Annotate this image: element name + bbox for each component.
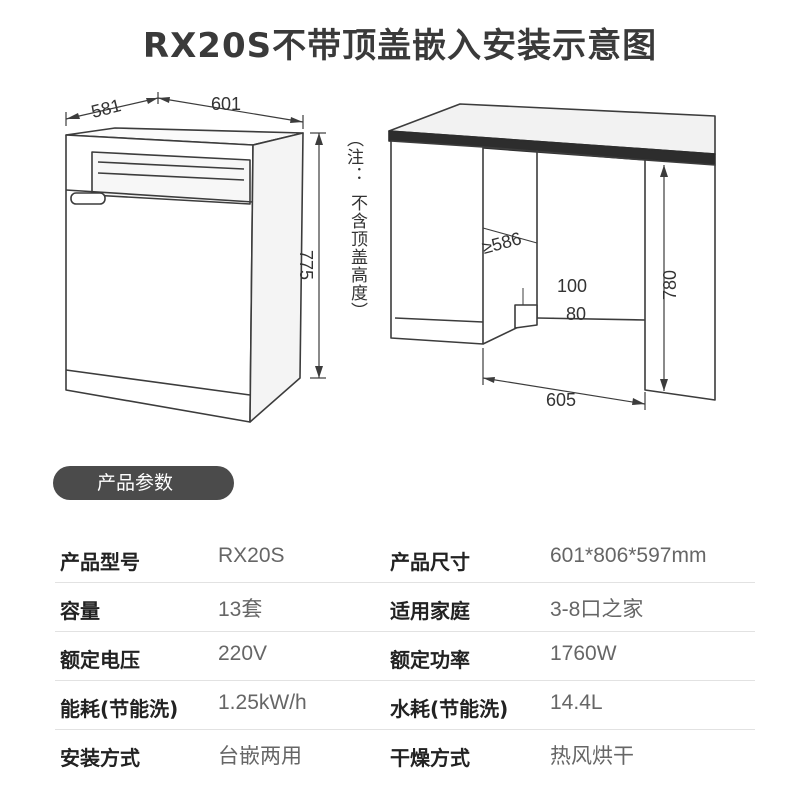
spec-label: 额定功率 [390, 648, 470, 672]
spec-label: 干燥方式 [390, 746, 470, 770]
page-title: RX20S不带顶盖嵌入安装示意图 [142, 26, 658, 66]
installation-diagram: 581 601 775 ≥586 100 80 780 605 [65, 92, 716, 423]
spec-label: 适用家庭 [390, 599, 470, 623]
height-label: 775 [296, 250, 316, 280]
spec-label: 容量 [60, 599, 100, 623]
spec-row: 容量 13套 适用家庭 3-8口之家 [55, 583, 755, 632]
cabinet-illustration [388, 103, 716, 401]
spec-value: 1.25kW/h [218, 691, 307, 714]
spec-value: 台嵌两用 [218, 745, 302, 768]
spec-row: 能耗(节能洗) 1.25kW/h 水耗(节能洗) 14.4L [55, 681, 755, 730]
spec-row: 产品型号 RX20S 产品尺寸 601*806*597mm [55, 534, 755, 583]
cavity-depth-label: ≥586 [480, 228, 524, 258]
spec-label: 安装方式 [60, 746, 140, 770]
cavity-height-label: 780 [660, 270, 680, 300]
spec-label: 产品尺寸 [390, 550, 470, 574]
spec-value: 601*806*597mm [550, 544, 707, 567]
notch-height-label: 100 [557, 276, 587, 296]
spec-value: 14.4L [550, 691, 603, 714]
cavity-width-label: 605 [546, 390, 576, 410]
note-text: 不含顶盖高度） [347, 194, 367, 320]
spec-label: 产品型号 [60, 550, 140, 574]
spec-table: 产品型号 RX20S 产品尺寸 601*806*597mm 容量 13套 适用家… [55, 534, 755, 778]
dishwasher-illustration [65, 127, 304, 423]
spec-value: 1760W [550, 642, 617, 665]
depth-label: 581 [89, 95, 123, 122]
spec-row: 安装方式 台嵌两用 干燥方式 热风烘干 [55, 730, 755, 778]
width-label: 601 [211, 94, 241, 114]
spec-label: 能耗(节能洗) [60, 697, 179, 721]
spec-label: 水耗(节能洗) [390, 697, 509, 721]
spec-value: RX20S [218, 544, 285, 567]
notch-depth-label: 80 [566, 304, 586, 324]
spec-value: 热风烘干 [550, 745, 634, 768]
spec-value: 3-8口之家 [550, 598, 644, 621]
spec-value: 13套 [218, 598, 263, 621]
params-section-label: 产品参数 [53, 466, 234, 500]
spec-row: 额定电压 220V 额定功率 1760W [55, 632, 755, 681]
note-label: （注： [343, 130, 363, 184]
spec-label: 额定电压 [60, 648, 140, 672]
spec-value: 220V [218, 642, 268, 665]
